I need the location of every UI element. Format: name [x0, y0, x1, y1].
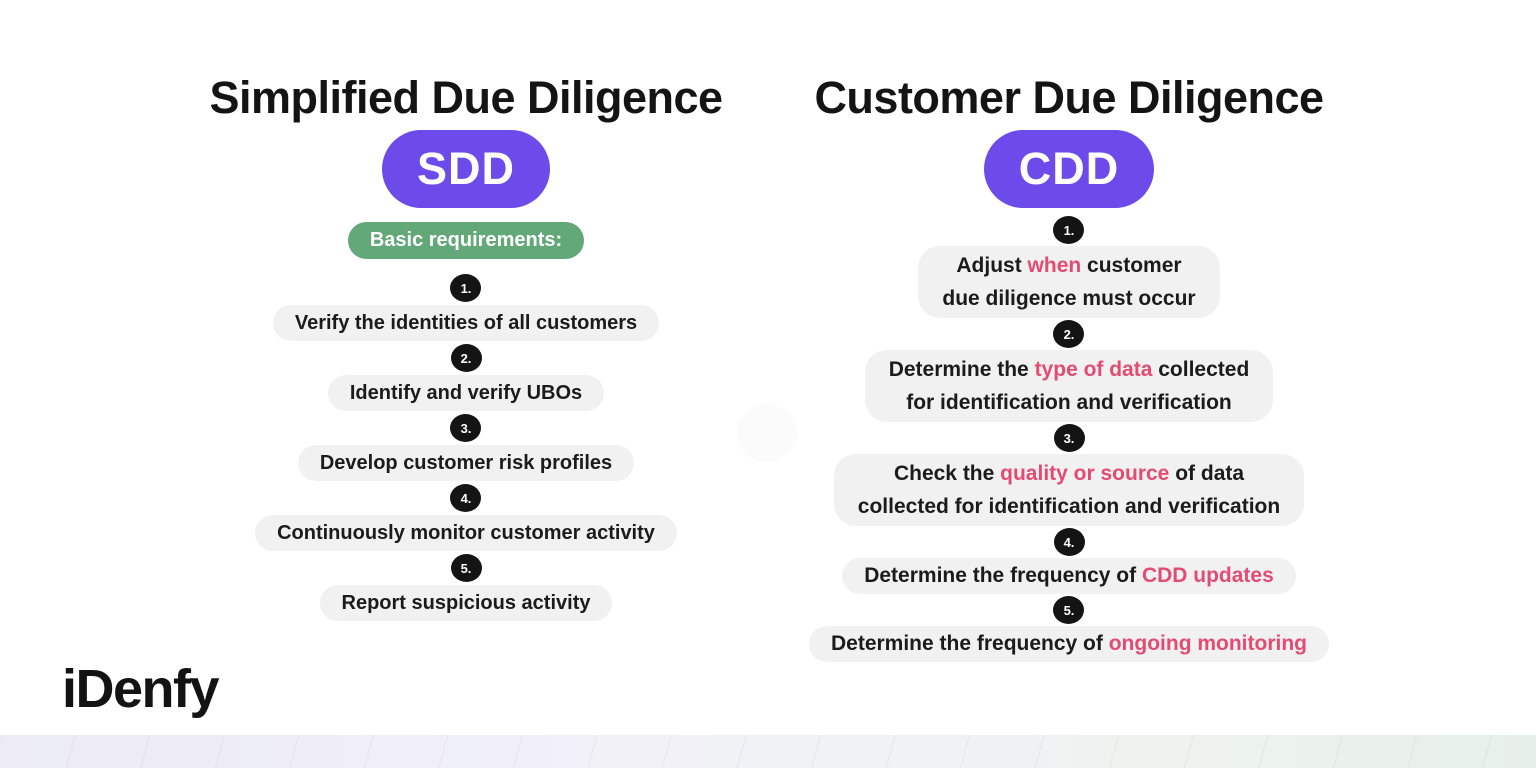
- text-segment: Verify the identities of all customers: [294, 312, 638, 334]
- step-number-badge: 5.: [1053, 596, 1085, 624]
- sdd-item-5: Report suspicious activity: [319, 585, 613, 621]
- watermark-circle: [737, 404, 797, 462]
- sdd-step-4: 4. Continuously monitor customer activit…: [255, 484, 677, 551]
- cdd-column: Customer Due Diligence CDD 1. Adjust whe…: [763, 72, 1375, 662]
- text-segment: due diligence must occur: [942, 287, 1196, 310]
- sdd-step-5: 5. Report suspicious activity: [319, 554, 613, 621]
- footer-gradient-band: [0, 735, 1536, 768]
- sdd-item-3: Develop customer risk profiles: [297, 445, 635, 481]
- text-segment: Determine the frequency of: [830, 632, 1109, 655]
- step-number-badge: 4.: [1053, 528, 1085, 556]
- sdd-column: Simplified Due Diligence SDD Basic requi…: [160, 72, 772, 621]
- text-segment: Determine the: [888, 358, 1035, 381]
- sdd-step-2: 2. Identify and verify UBOs: [327, 344, 605, 411]
- step-number-badge: 2.: [450, 344, 482, 372]
- text-segment: Develop customer risk profiles: [319, 452, 613, 474]
- text-segment: Continuously monitor customer activity: [277, 522, 655, 544]
- step-number-badge: 4.: [450, 484, 482, 512]
- cdd-item-3: Check the quality or source of data colle…: [833, 454, 1305, 526]
- cdd-acronym-pill: CDD: [983, 130, 1155, 208]
- cdd-step-1: 1. Adjust when customer due diligence mus…: [918, 216, 1220, 318]
- text-segment: Identify and verify UBOs: [349, 382, 583, 404]
- step-number-badge: 5.: [450, 554, 482, 582]
- sdd-acronym-pill: SDD: [381, 130, 550, 208]
- cdd-step-5: 5. Determine the frequency of ongoing mo…: [808, 596, 1329, 662]
- highlighted-text: quality or source: [1000, 462, 1170, 485]
- highlighted-text: type of data: [1034, 358, 1153, 381]
- highlighted-text: when: [1027, 254, 1082, 277]
- sdd-item-1: Verify the identities of all customers: [272, 305, 660, 341]
- sdd-item-2: Identify and verify UBOs: [327, 375, 605, 411]
- highlighted-text: ongoing monitoring: [1108, 632, 1307, 655]
- step-number-badge: 3.: [1053, 424, 1085, 452]
- cdd-step-3: 3. Check the quality or source of data co…: [833, 424, 1305, 526]
- text-segment: collected for identification and verific…: [857, 495, 1281, 518]
- step-number-badge: 1.: [1053, 216, 1085, 244]
- text-segment: for identification and verification: [906, 391, 1232, 414]
- sdd-item-4: Continuously monitor customer activity: [255, 515, 677, 551]
- step-number-badge: 2.: [1053, 320, 1085, 348]
- cdd-title: Customer Due Diligence: [814, 72, 1324, 123]
- cdd-item-4: Determine the frequency of CDD updates: [842, 558, 1296, 594]
- cdd-item-2: Determine the type of data collected for …: [864, 350, 1274, 422]
- sdd-title: Simplified Due Diligence: [209, 72, 723, 123]
- text-segment: Adjust: [956, 254, 1028, 277]
- text-segment: Report suspicious activity: [341, 592, 591, 614]
- text-segment: collected: [1152, 358, 1250, 381]
- cdd-step-4: 4. Determine the frequency of CDD update…: [842, 528, 1296, 594]
- cdd-step-2: 2. Determine the type of data collected f…: [864, 320, 1274, 422]
- sdd-step-3: 3. Develop customer risk profiles: [297, 414, 635, 481]
- cdd-item-1: Adjust when customer due diligence must o…: [918, 246, 1220, 318]
- basic-requirements-pill: Basic requirements:: [347, 222, 585, 259]
- highlighted-text: CDD updates: [1141, 564, 1274, 587]
- idenfy-logo: iDenfy: [62, 659, 220, 719]
- cdd-item-5: Determine the frequency of ongoing monit…: [808, 626, 1329, 662]
- text-segment: Check the: [893, 462, 1001, 485]
- text-segment: customer: [1081, 254, 1182, 277]
- step-number-badge: 1.: [450, 274, 482, 302]
- text-segment: Determine the frequency of: [864, 564, 1142, 587]
- sdd-step-1: 1. Verify the identities of all customer…: [272, 274, 660, 341]
- step-number-badge: 3.: [450, 414, 482, 442]
- text-segment: of data: [1169, 462, 1245, 485]
